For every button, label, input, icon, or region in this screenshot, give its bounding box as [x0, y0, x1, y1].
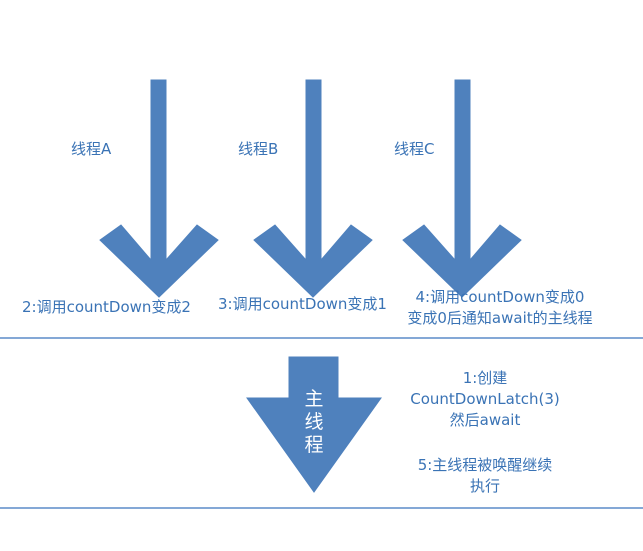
thread-b-arrow: [253, 79, 373, 298]
main-create-step-label: 1:创建 CountDownLatch(3) 然后await: [400, 368, 570, 431]
main-wake-line-1: 5:主线程被唤醒继续: [417, 456, 553, 474]
main-wake-line-2: 执行: [469, 477, 500, 495]
thread-c-label: 线程C: [394, 140, 435, 158]
thread-b-step-label: 3:调用countDown变成1: [218, 295, 387, 313]
thread-a-step-label: 2:调用countDown变成2: [22, 298, 191, 316]
main-create-line-1: 1:创建: [462, 369, 508, 387]
thread-c-step-line-1: 4:调用countDown变成0: [415, 288, 585, 306]
main-thread-arrow-label: 主线程: [304, 388, 324, 456]
thread-c-step-line-2: 变成0后通知await的主线程: [407, 309, 593, 327]
main-thread-arrow: [246, 356, 382, 493]
thread-c-step-label: 4:调用countDown变成0 变成0后通知await的主线程: [390, 287, 610, 329]
thread-b-label: 线程B: [238, 140, 279, 158]
thread-a-label: 线程A: [71, 140, 112, 158]
main-create-line-3: 然后await: [449, 411, 521, 429]
thread-a-arrow: [99, 79, 219, 298]
main-create-line-2: CountDownLatch(3): [410, 390, 560, 408]
main-wake-step-label: 5:主线程被唤醒继续 执行: [400, 455, 570, 497]
thread-c-arrow: [402, 79, 522, 298]
